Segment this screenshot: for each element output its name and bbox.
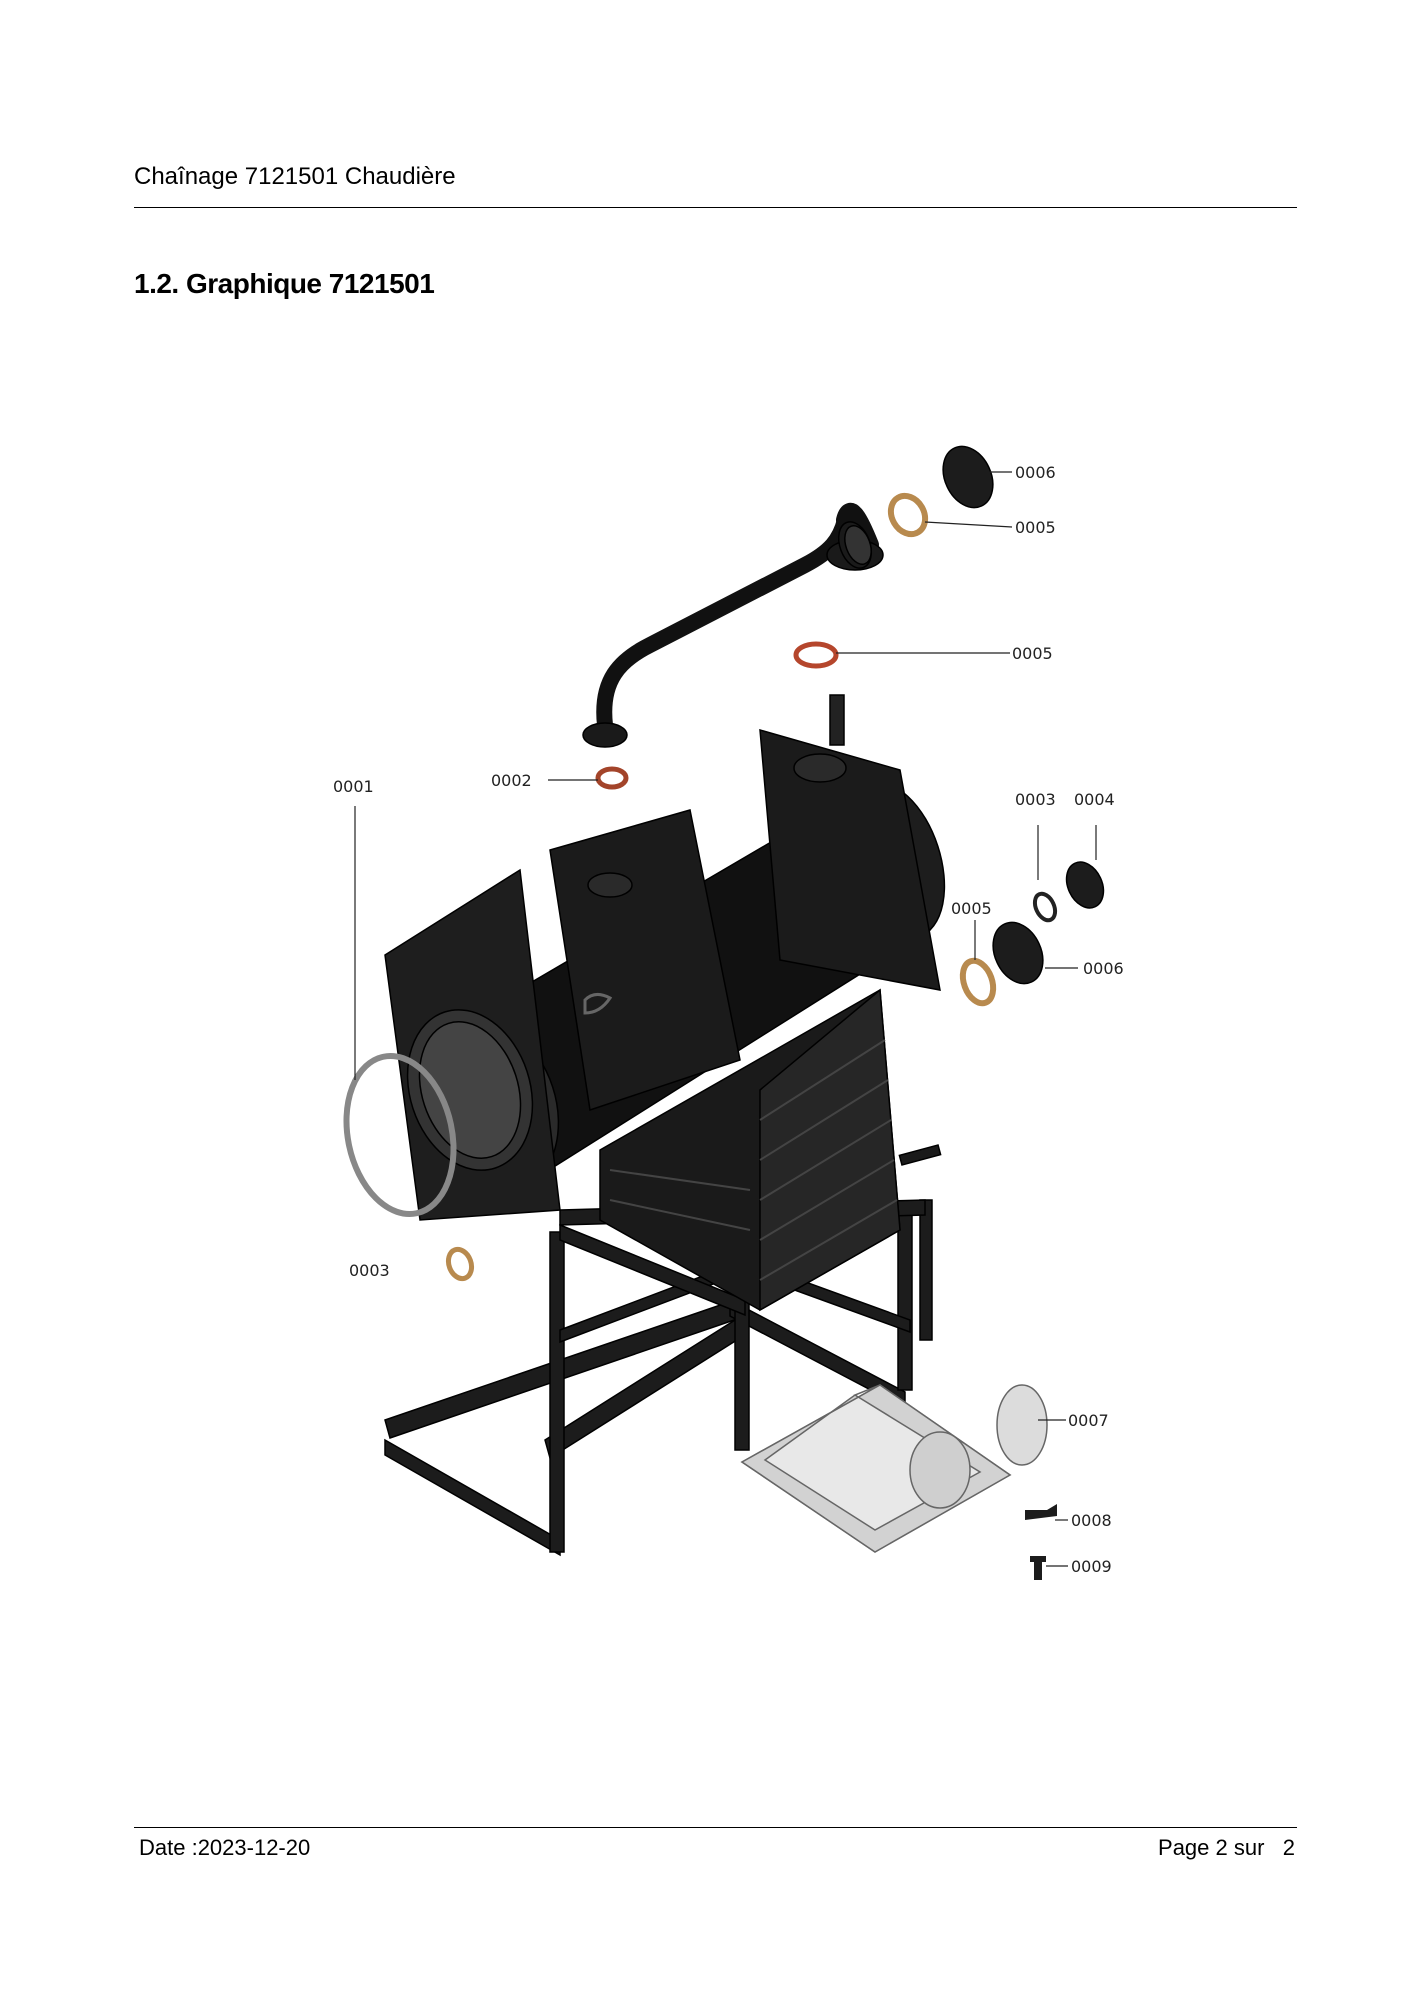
callout-0003-left: 0003 bbox=[349, 1261, 390, 1280]
footer-date: Date :2023-12-20 bbox=[139, 1835, 311, 1860]
callout-0007: 0007 bbox=[1068, 1411, 1109, 1430]
callout-0006-right: 0006 bbox=[1083, 959, 1124, 978]
boiler-stand bbox=[384, 1199, 933, 1557]
callout-0001: 0001 bbox=[333, 777, 374, 796]
callout-0009: 0009 bbox=[1071, 1557, 1112, 1576]
footer-page-number: Page 2 sur 2 bbox=[1158, 1835, 1295, 1860]
callout-0005-right: 0005 bbox=[951, 899, 992, 918]
clamp-and-bolt bbox=[1025, 1504, 1057, 1580]
covers bbox=[942, 445, 1105, 985]
callout-leaders bbox=[354, 471, 1097, 1567]
footer-divider bbox=[134, 1827, 1297, 1828]
callout-0005-mid: 0005 bbox=[1012, 644, 1053, 663]
callout-0006-top: 0006 bbox=[1015, 463, 1056, 482]
small-gaskets bbox=[445, 492, 1058, 1282]
heat-exchanger bbox=[599, 988, 942, 1312]
callout-0004: 0004 bbox=[1074, 790, 1115, 809]
callout-0005-top: 0005 bbox=[1015, 518, 1056, 537]
document-header-title: Chaînage 7121501 Chaudière bbox=[134, 163, 456, 190]
flue-pipe bbox=[596, 503, 879, 733]
ash-funnel bbox=[740, 1384, 1048, 1553]
callout-0002: 0002 bbox=[491, 771, 532, 790]
boiler-drum bbox=[384, 694, 946, 1221]
callout-0003-right: 0003 bbox=[1015, 790, 1056, 809]
callout-0008: 0008 bbox=[1071, 1511, 1112, 1530]
header-divider bbox=[134, 207, 1297, 208]
section-title: 1.2. Graphique 7121501 bbox=[134, 268, 435, 299]
large-ring-gasket bbox=[343, 1053, 457, 1217]
pipe-flanges bbox=[582, 521, 884, 748]
